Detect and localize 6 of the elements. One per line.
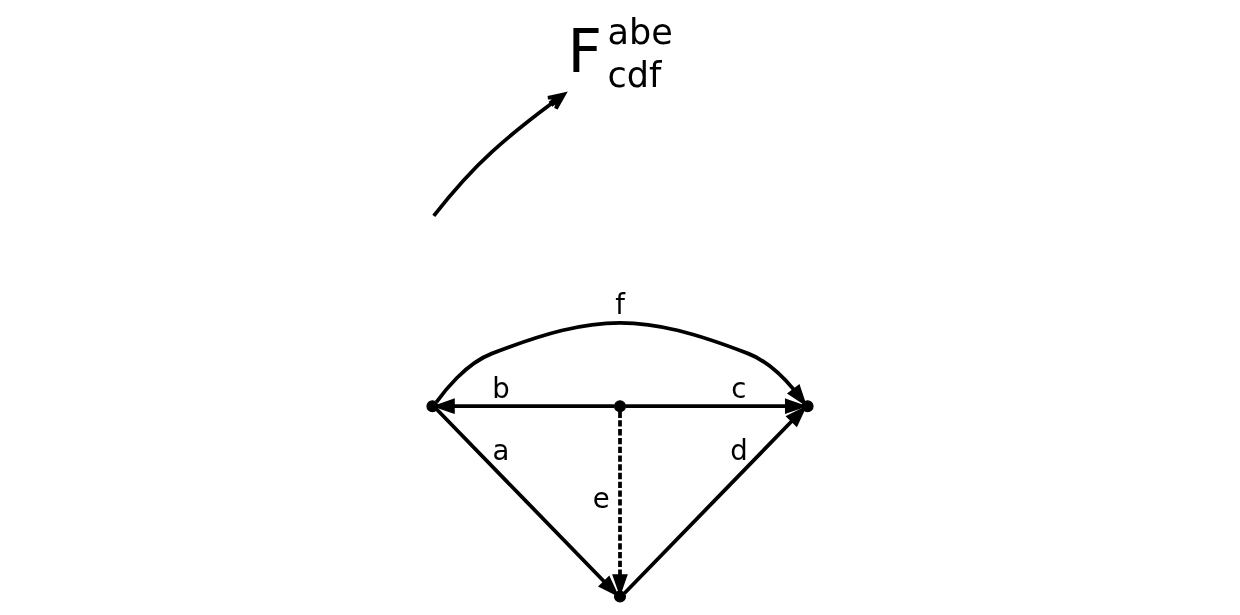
edge-label: c — [731, 372, 747, 405]
edge-label: a — [492, 433, 510, 466]
edge-label: b — [492, 372, 510, 405]
edge-label: f — [615, 288, 625, 321]
edge-label: d — [730, 433, 748, 466]
edge-label: e — [592, 482, 610, 515]
